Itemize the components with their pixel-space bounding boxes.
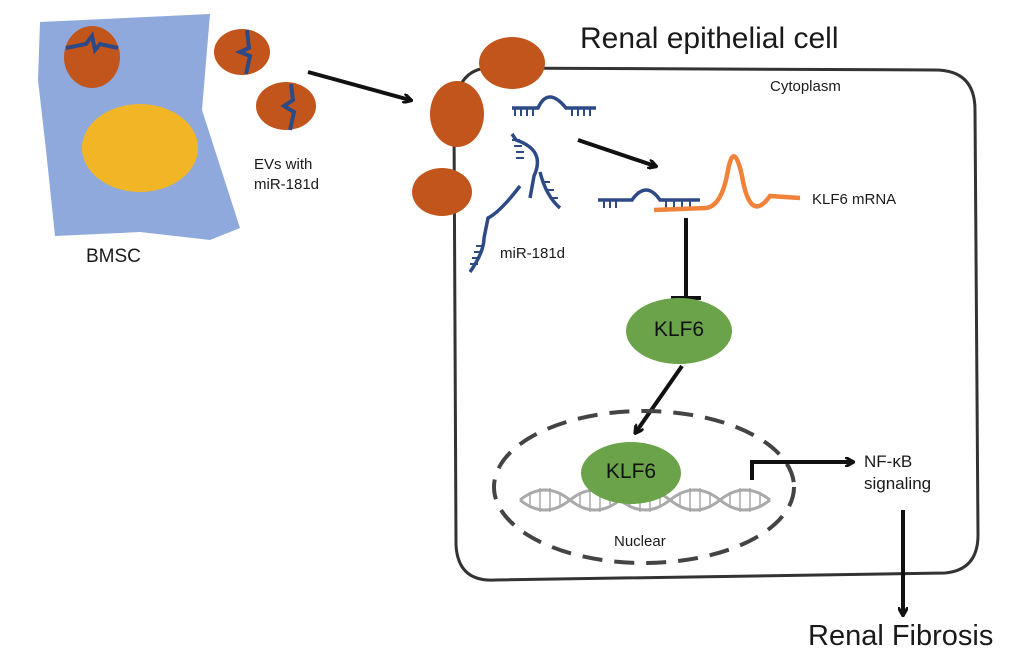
evs-label-line1: EVs with xyxy=(254,156,313,173)
nucleus-boundary xyxy=(492,409,796,565)
fibrosis-label: Renal Fibrosis xyxy=(808,620,994,652)
nfkb-label-line1: NF-κB xyxy=(864,452,913,471)
evs-label-line2: miR-181d xyxy=(254,176,320,193)
bmsc-cell xyxy=(38,14,240,240)
ev-membrane-top xyxy=(479,37,545,89)
cell-title: Renal epithelial cell xyxy=(580,22,839,55)
klf6-nuclear-node xyxy=(581,442,681,504)
mirna-in-ev-1 xyxy=(234,29,253,75)
mirna-in-ev-2 xyxy=(280,83,297,131)
nuclear-label: Nuclear xyxy=(614,533,666,550)
mirna-label: miR-181d xyxy=(500,245,566,262)
uptake-arrow xyxy=(307,70,410,100)
bmsc-label: BMSC xyxy=(86,246,141,267)
ev-in-bmsc xyxy=(64,26,120,88)
klf6-nuclear-label: KLF6 xyxy=(605,460,657,483)
nfkb-label-line2: signaling xyxy=(864,474,932,493)
bmsc-nucleus xyxy=(82,104,198,192)
mirna-in-ev xyxy=(65,31,119,55)
translocation-arrow xyxy=(636,364,684,432)
cytoplasm-label: Cytoplasm xyxy=(770,78,841,95)
klf6-protein-node xyxy=(626,298,732,364)
transcription-arrow xyxy=(750,462,852,480)
klf6-mrna-strand xyxy=(653,154,801,213)
membrane-evs xyxy=(412,37,545,216)
ev-membrane-mid xyxy=(430,81,484,147)
mirna-mrna-duplex xyxy=(598,154,801,213)
binding-arrow xyxy=(577,138,655,166)
ev-membrane-low xyxy=(412,168,472,216)
released-evs xyxy=(214,29,316,131)
free-mirna xyxy=(468,95,596,274)
klf6-mrna-label: KLF6 mRNA xyxy=(812,191,897,208)
klf6-protein-label: KLF6 xyxy=(653,318,705,341)
